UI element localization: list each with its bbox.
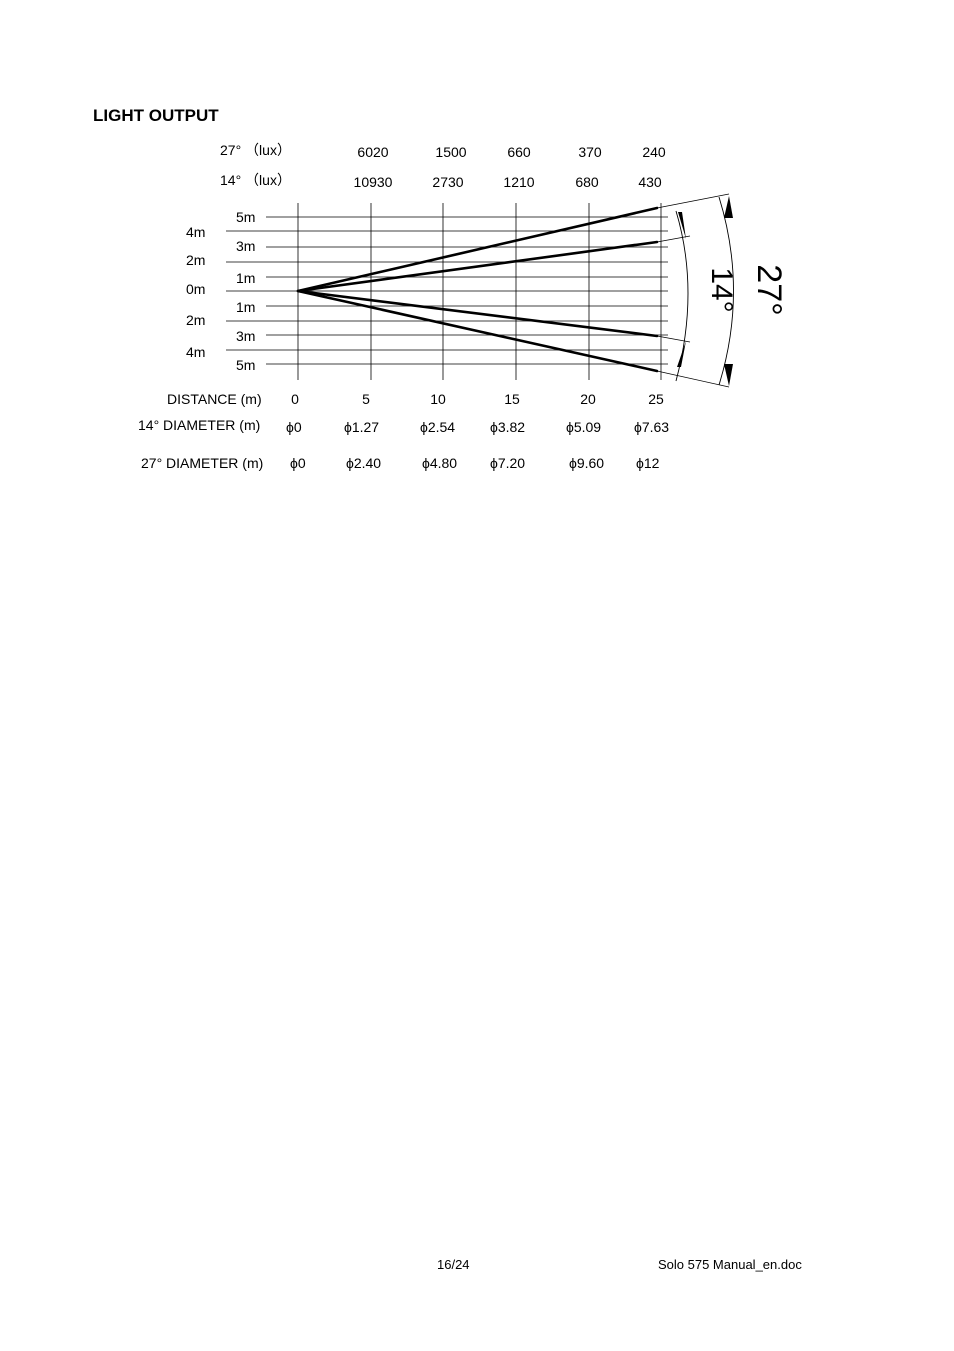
angle-label-27: 27° <box>750 264 788 315</box>
arrowhead-icon <box>724 196 733 218</box>
lux-14-value: 1210 <box>503 174 534 190</box>
lux-27-value: 6020 <box>357 144 388 160</box>
lux-27-label: 27° （lux） <box>220 142 291 158</box>
diameter-27-value: ϕ7.20 <box>490 455 525 471</box>
arrowhead-icon <box>724 364 733 386</box>
diameter-14-value: ϕ5.09 <box>566 419 601 435</box>
inner-scale-label: 1m <box>236 270 255 286</box>
diameter-27-value: ϕ0 <box>290 455 306 471</box>
arrowhead-icon <box>677 341 686 367</box>
lux-14-label: 14° （lux） <box>220 172 291 188</box>
distance-value: 0 <box>291 391 299 407</box>
beam-27-upper <box>296 206 659 293</box>
inner-scale-label: 3m <box>236 328 255 344</box>
lux-27-value: 370 <box>578 144 602 160</box>
outer-scale-label: 4m <box>186 344 205 360</box>
beam-lines <box>296 206 659 373</box>
distance-label: DISTANCE (m) <box>167 391 262 407</box>
lux-27-value: 1500 <box>435 144 466 160</box>
diameter-27-value: ϕ9.60 <box>569 455 604 471</box>
diameter-27-value: ϕ4.80 <box>422 455 457 471</box>
diameter-14-value: ϕ0 <box>286 419 302 435</box>
lux-27-value: 660 <box>507 144 531 160</box>
arrowhead-icon <box>678 212 686 239</box>
diameter-14-value: ϕ2.54 <box>420 419 455 435</box>
grid-horizontal <box>226 216 668 365</box>
inner-scale-label: 5m <box>236 209 255 225</box>
beam-14-lower <box>296 289 659 338</box>
lux-14-value: 680 <box>575 174 599 190</box>
distance-value: 10 <box>430 391 446 407</box>
distance-value: 15 <box>504 391 520 407</box>
distance-value: 25 <box>648 391 664 407</box>
extension-line <box>656 235 691 243</box>
diameter-27-value: ϕ12 <box>636 455 660 471</box>
grid-vertical <box>297 203 662 380</box>
extension-line <box>656 193 730 209</box>
inner-scale-label: 3m <box>236 238 255 254</box>
page-heading: LIGHT OUTPUT <box>93 106 219 125</box>
document-filename: Solo 575 Manual_en.doc <box>658 1257 802 1272</box>
diameter-14-value: ϕ3.82 <box>490 419 525 435</box>
outer-scale-label: 2m <box>186 252 205 268</box>
diameter-14-label: 14° DIAMETER (m) <box>138 417 260 433</box>
outer-scale-label: 0m <box>186 281 205 297</box>
distance-value: 5 <box>362 391 370 407</box>
extension-line <box>656 370 730 388</box>
beam-27-lower <box>296 289 659 373</box>
outer-scale-label: 4m <box>186 224 205 240</box>
diameter-14-value: ϕ1.27 <box>344 419 379 435</box>
angle-label-14: 14° <box>705 267 738 312</box>
beam-14-upper <box>296 240 659 293</box>
lux-14-value: 430 <box>638 174 662 190</box>
outer-scale-label: 2m <box>186 312 205 328</box>
distance-value: 20 <box>580 391 596 407</box>
diameter-27-value: ϕ2.40 <box>346 455 381 471</box>
lux-14-value: 10930 <box>354 174 393 190</box>
diameter-14-value: ϕ7.63 <box>634 419 669 435</box>
inner-scale-label: 1m <box>236 299 255 315</box>
inner-scale-label: 5m <box>236 357 255 373</box>
arc-27 <box>718 196 734 386</box>
lux-14-value: 2730 <box>432 174 463 190</box>
diameter-27-label: 27° DIAMETER (m) <box>141 455 263 471</box>
lux-27-value: 240 <box>642 144 666 160</box>
page-number: 16/24 <box>437 1257 470 1272</box>
